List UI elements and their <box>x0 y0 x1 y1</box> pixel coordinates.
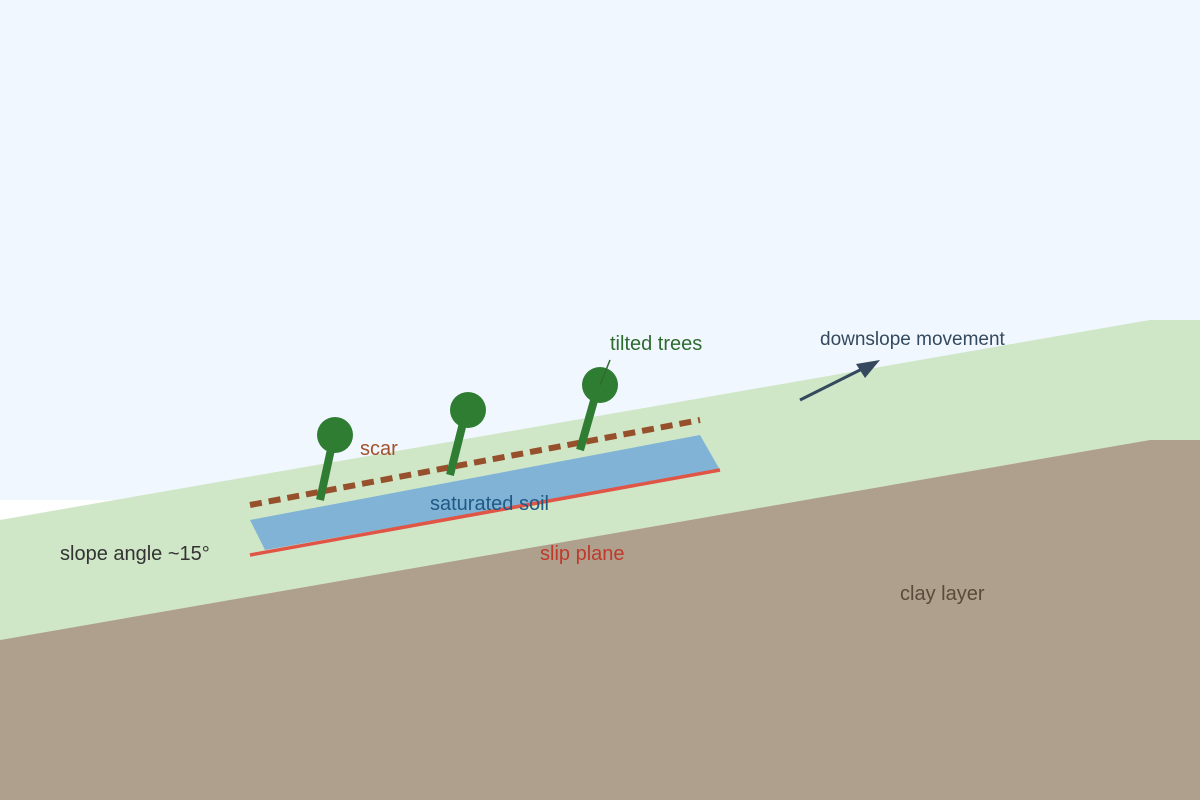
downslope-arrow <box>799 360 880 402</box>
tree <box>316 417 353 501</box>
saturated-soil-block <box>250 435 720 550</box>
tilted-trees-label: tilted trees <box>610 333 702 355</box>
arrow-shaft <box>799 365 867 402</box>
tree-crown <box>317 417 353 453</box>
tree <box>446 392 486 476</box>
tree-crown <box>450 392 486 428</box>
slip-plane-label: slip plane <box>540 543 625 565</box>
tilted-trees-leader <box>599 359 611 386</box>
slope-angle-label: slope angle ~15° <box>60 543 210 565</box>
saturated-soil-label: saturated soil <box>430 493 549 515</box>
scar-label: scar <box>360 438 398 460</box>
downslope-movement-label: downslope movement <box>820 329 1006 350</box>
arrow-head <box>856 360 880 378</box>
clay-layer-label: clay layer <box>900 583 985 605</box>
clay-layer <box>0 440 1200 800</box>
slip-plane-line <box>249 468 721 557</box>
